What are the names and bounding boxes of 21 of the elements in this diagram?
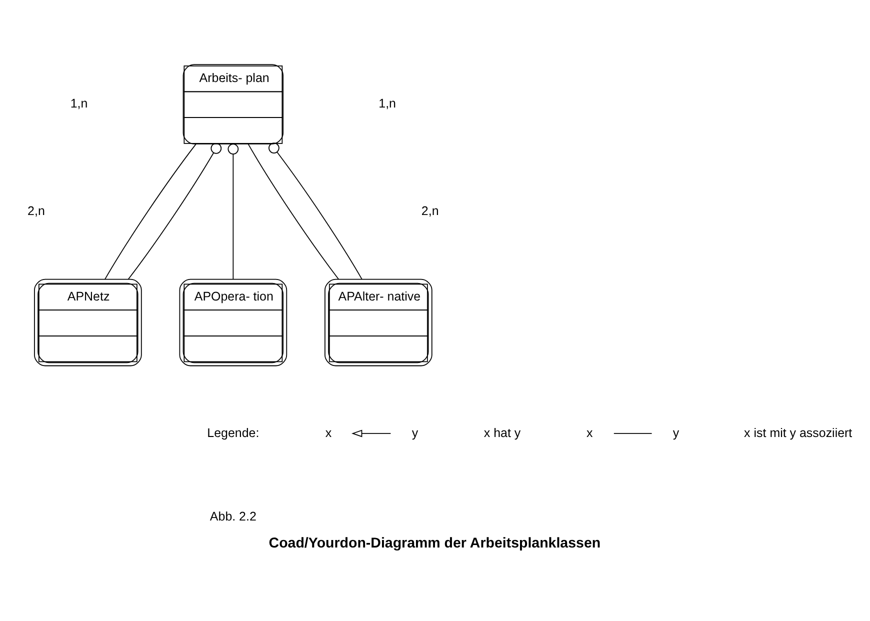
connector bbox=[228, 144, 239, 280]
caption: Coad/Yourdon-Diagramm der Arbeitsplanklassen bbox=[268, 535, 601, 552]
label: Legende: bbox=[207, 426, 260, 440]
label: 2,n bbox=[421, 204, 439, 218]
connector bbox=[248, 144, 340, 280]
label: 1,n bbox=[378, 96, 396, 111]
node-box: APAlter- native bbox=[324, 278, 432, 366]
label: y bbox=[412, 426, 418, 440]
legend-label: x ist mit y assoziiert bbox=[744, 426, 852, 440]
label: x bbox=[325, 426, 332, 440]
legend-label: x hat y bbox=[484, 426, 521, 440]
connector bbox=[268, 142, 362, 280]
node-box: APNetz bbox=[34, 278, 142, 366]
label: Abb. 2.2 bbox=[210, 510, 256, 524]
label: 2,n bbox=[28, 204, 45, 218]
label: y bbox=[672, 426, 680, 440]
connector bbox=[104, 144, 196, 280]
connector bbox=[128, 142, 222, 280]
node-box: APOpera- tion bbox=[179, 278, 288, 366]
label: 1,n bbox=[70, 96, 88, 111]
label: x bbox=[586, 426, 593, 440]
